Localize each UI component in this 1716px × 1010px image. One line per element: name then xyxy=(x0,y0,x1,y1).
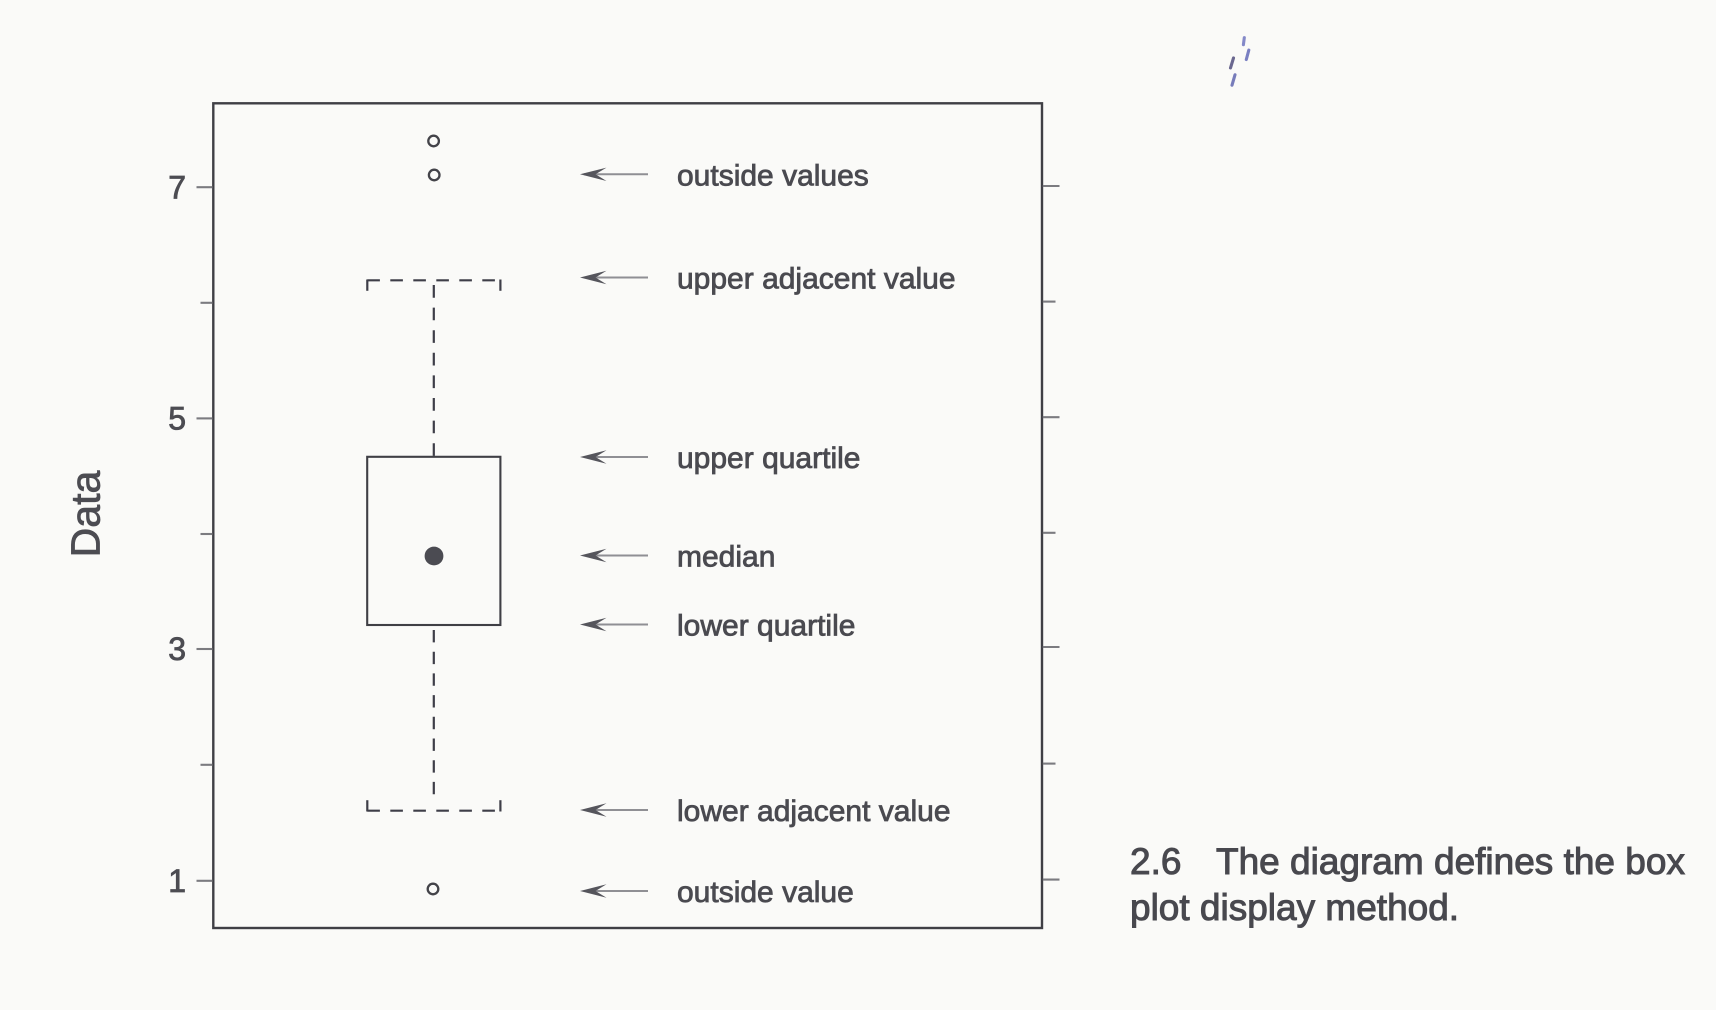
svg-text:upper quartile: upper quartile xyxy=(677,442,860,475)
svg-text:2.6: 2.6 xyxy=(1130,841,1181,882)
svg-text:1: 1 xyxy=(168,863,186,899)
svg-text:upper adjacent value: upper adjacent value xyxy=(677,263,956,296)
svg-text:The diagram defines the box: The diagram defines the box xyxy=(1216,841,1685,882)
svg-text:median: median xyxy=(677,541,775,574)
svg-text:lower adjacent value: lower adjacent value xyxy=(677,795,951,828)
svg-text:outside values: outside values xyxy=(677,159,869,192)
svg-text:3: 3 xyxy=(168,631,186,667)
svg-text:5: 5 xyxy=(168,401,186,437)
svg-text:plot display method.: plot display method. xyxy=(1130,887,1459,928)
svg-text:outside value: outside value xyxy=(677,876,854,909)
svg-text:lower quartile: lower quartile xyxy=(677,610,855,643)
svg-text:Data: Data xyxy=(63,471,109,558)
svg-text:7: 7 xyxy=(168,169,186,205)
